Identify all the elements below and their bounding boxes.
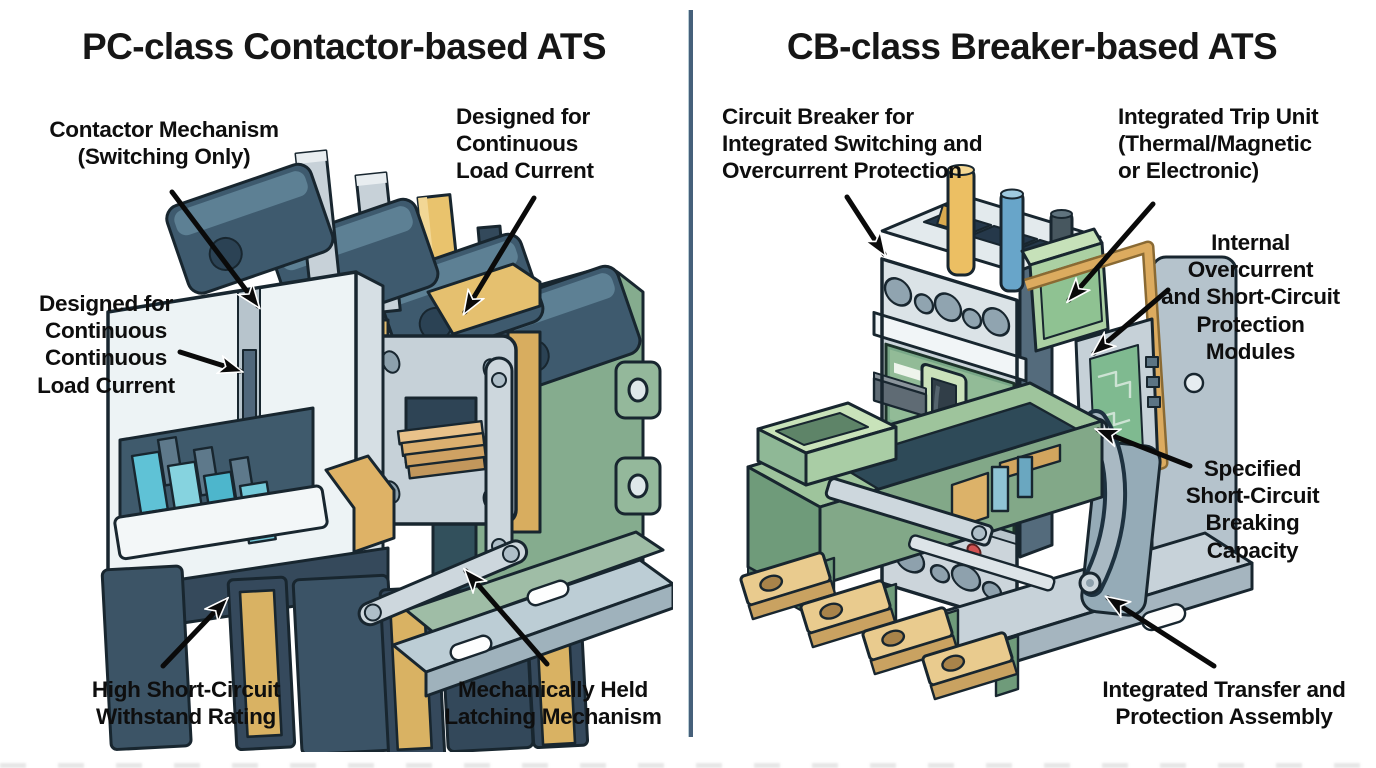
label-trip-unit: Integrated Trip Unit (Thermal/Magnetic o…: [1118, 104, 1319, 184]
breaker-lug-terminals: [739, 551, 1020, 701]
breaker-trip-module: [1020, 227, 1110, 353]
label-short-circuit-withstand: High Short-Circuit Withstand Rating: [91, 677, 281, 730]
contactor-illustration: [100, 149, 673, 752]
label-continuous-load-left: Designed for Continuous Continuous Load …: [37, 291, 175, 398]
breaker-illustration: [739, 164, 1254, 701]
contactor-copper-busbar: [324, 454, 396, 554]
label-breaking-capacity: Specified Short-Circuit Breaking Capacit…: [1185, 456, 1320, 563]
label-contactor-mechanism: Contactor Mechanism (Switching Only): [49, 117, 279, 170]
label-circuit-breaker: Circuit Breaker for Integrated Switching…: [722, 104, 983, 184]
label-transfer-assembly: Integrated Transfer and Protection Assem…: [1102, 677, 1346, 730]
label-latching-mechanism: Mechanically Held Latching Mechanism: [444, 677, 662, 730]
breaker-slider-bars: [824, 477, 1056, 592]
label-internal-modules: Internal Overcurrent and Short-Circuit P…: [1161, 230, 1340, 364]
breaker-recess-parts: [950, 443, 1062, 531]
left-panel-title: PC-class Contactor-based ATS: [82, 26, 607, 67]
bottom-edge-artifact: [0, 763, 1376, 768]
label-continuous-load-top: Designed for Continuous Load Current: [456, 104, 594, 184]
contactor-aux-contacts: [113, 406, 329, 561]
panel-divider: [688, 10, 693, 737]
right-panel-title: CB-class Breaker-based ATS: [786, 26, 1278, 67]
